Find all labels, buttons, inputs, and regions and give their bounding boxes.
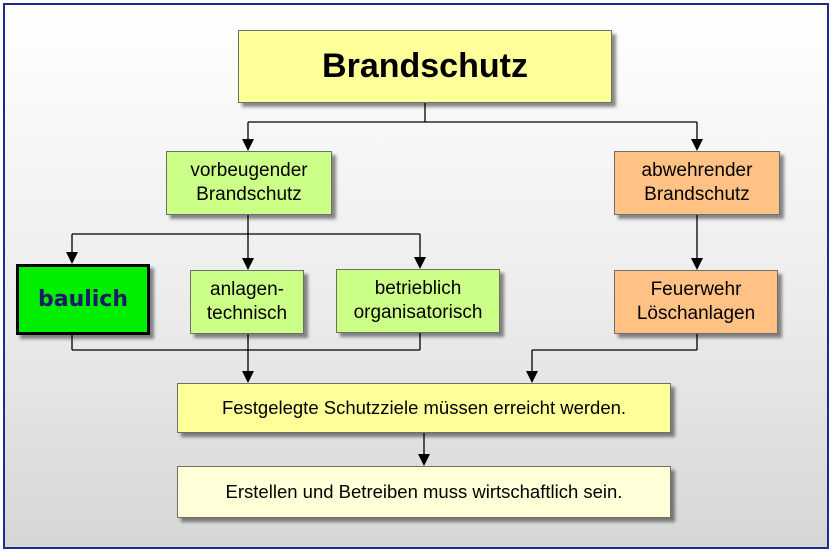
node-betrieblich-organisatorisch: betrieblich organisatorisch [336, 269, 500, 333]
node-anlagentechnisch: anlagen- technisch [190, 270, 304, 334]
node-title-text: Brandschutz [322, 47, 528, 86]
node-vorbeugend-line2: Brandschutz [196, 184, 302, 205]
node-wirtschaftlich-text: Erstellen und Betreiben muss wirtschaftl… [225, 481, 623, 503]
node-anlagen-line1: anlagen- [210, 279, 284, 301]
node-wirtschaftlich: Erstellen und Betreiben muss wirtschaftl… [177, 466, 671, 518]
node-feuerwehr-line1: Feuerwehr [650, 279, 742, 301]
node-schutzziele-text: Festgelegte Schutzziele müssen erreicht … [221, 397, 627, 419]
node-abwehrend-line2: Brandschutz [644, 184, 750, 205]
node-anlagen-line2: technisch [206, 303, 288, 324]
node-abwehrend-line1: abwehrender [641, 160, 753, 182]
node-betrieblich-line1: betrieblich [374, 278, 462, 300]
node-feuerwehr-line2: Löschanlagen [636, 303, 756, 324]
node-brandschutz-title: Brandschutz [238, 30, 612, 103]
node-baulich: baulich [16, 264, 150, 335]
node-vorbeugender-brandschutz: vorbeugender Brandschutz [166, 151, 332, 215]
node-baulich-text: baulich [37, 286, 129, 312]
node-feuerwehr-loeschanlagen: Feuerwehr Löschanlagen [614, 270, 778, 334]
node-abwehrender-brandschutz: abwehrender Brandschutz [614, 151, 780, 215]
node-betrieblich-line2: organisatorisch [353, 302, 483, 323]
node-schutzziele: Festgelegte Schutzziele müssen erreicht … [177, 383, 671, 433]
node-vorbeugend-line1: vorbeugender [190, 160, 308, 182]
